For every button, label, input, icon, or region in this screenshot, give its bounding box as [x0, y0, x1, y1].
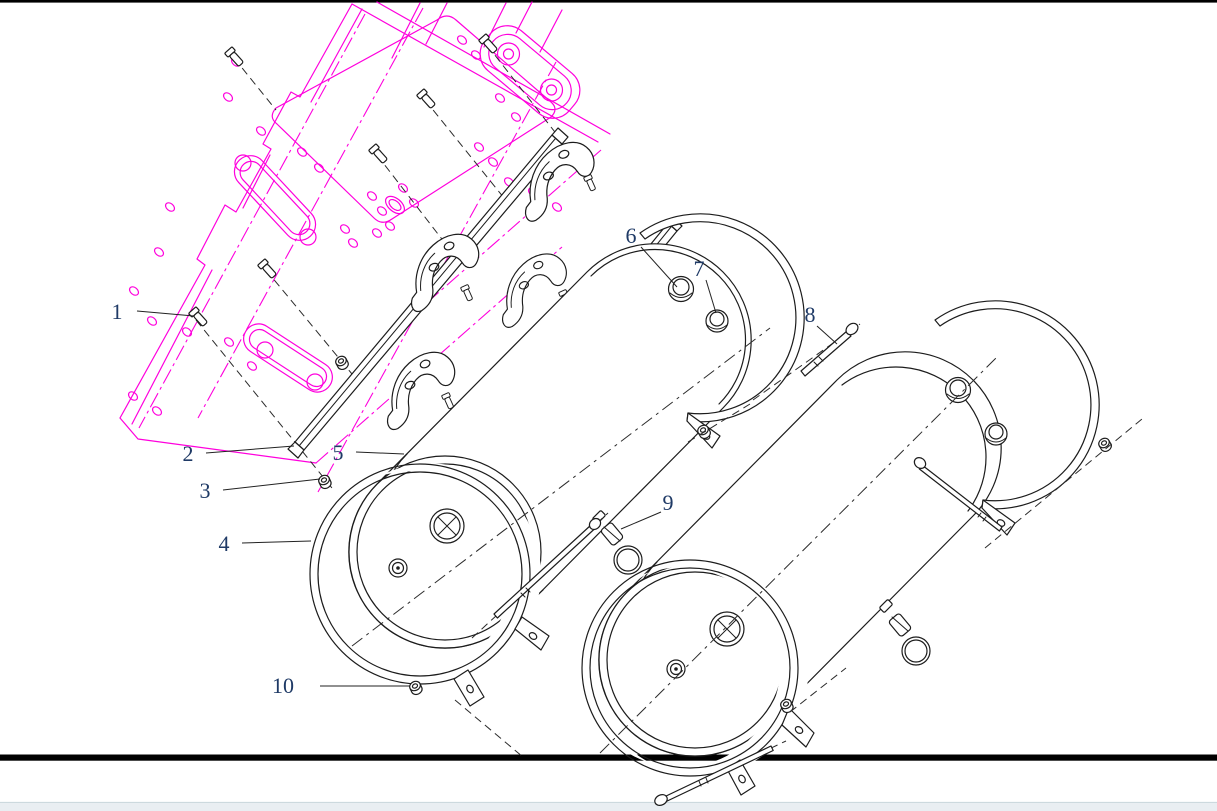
- callout-6-label: 6: [626, 223, 637, 248]
- tank2-port-fitting-hex: [944, 376, 972, 404]
- top-border-line: [0, 0, 1217, 3]
- tank1-port-fitting-6: [667, 275, 695, 303]
- chassis-frame-outline: [119, 1, 611, 493]
- callout-6-leader: [640, 246, 678, 288]
- tank2-strap-bolt: [913, 456, 1003, 532]
- callout-2-leader: [205, 445, 295, 454]
- strap-bolt-8: [800, 322, 859, 377]
- tank2-center-axis: [599, 355, 999, 754]
- callout-5-leader: [355, 451, 405, 455]
- callout-8-leader: [816, 325, 838, 345]
- tank1-drain-valve: [592, 510, 643, 575]
- callout-3-leader: [222, 478, 321, 491]
- callout-9-label: 9: [663, 490, 674, 515]
- tank1-front-strap: [307, 463, 550, 707]
- frame-slot-1: [233, 155, 317, 241]
- callout-7-label: 7: [694, 256, 705, 281]
- callouts: 1 2 3 4 5 6 7 8 9 10: [112, 223, 838, 698]
- tank1-front-port: [429, 508, 465, 544]
- callout-3-label: 3: [200, 478, 211, 503]
- callout-5-label: 5: [333, 440, 344, 465]
- tank1-center-axis: [351, 327, 771, 647]
- frame-slot-2: [243, 323, 333, 393]
- callout-4-label: 4: [219, 531, 230, 556]
- callout-2-label: 2: [183, 441, 194, 466]
- tank2-drain-valve: [879, 599, 931, 666]
- callout-1-label: 1: [112, 299, 123, 324]
- callout-9-leader: [620, 511, 662, 530]
- callout-7-leader: [705, 279, 717, 314]
- callout-10-label: 10: [272, 673, 294, 698]
- callout-4-leader: [241, 540, 312, 544]
- tank2-center-fitting: [666, 659, 686, 679]
- tank2-front-port: [709, 611, 745, 647]
- frame-small-holes: [127, 35, 563, 416]
- tank1-strap-bolt: [493, 517, 602, 619]
- tank1-center-fitting: [388, 558, 408, 578]
- footer-strip: [0, 801, 1217, 811]
- callout-8-label: 8: [805, 302, 816, 327]
- tank1-port-fitting-7: [705, 309, 729, 333]
- callout-1-leader: [136, 310, 195, 317]
- tank2-port-fitting-round: [984, 422, 1008, 446]
- frame-opening: [271, 15, 556, 223]
- tank2-front-strap-bolt: [654, 745, 774, 806]
- assembly-axis-lines-upper: [195, 44, 559, 489]
- divider-line: [0, 754, 1217, 761]
